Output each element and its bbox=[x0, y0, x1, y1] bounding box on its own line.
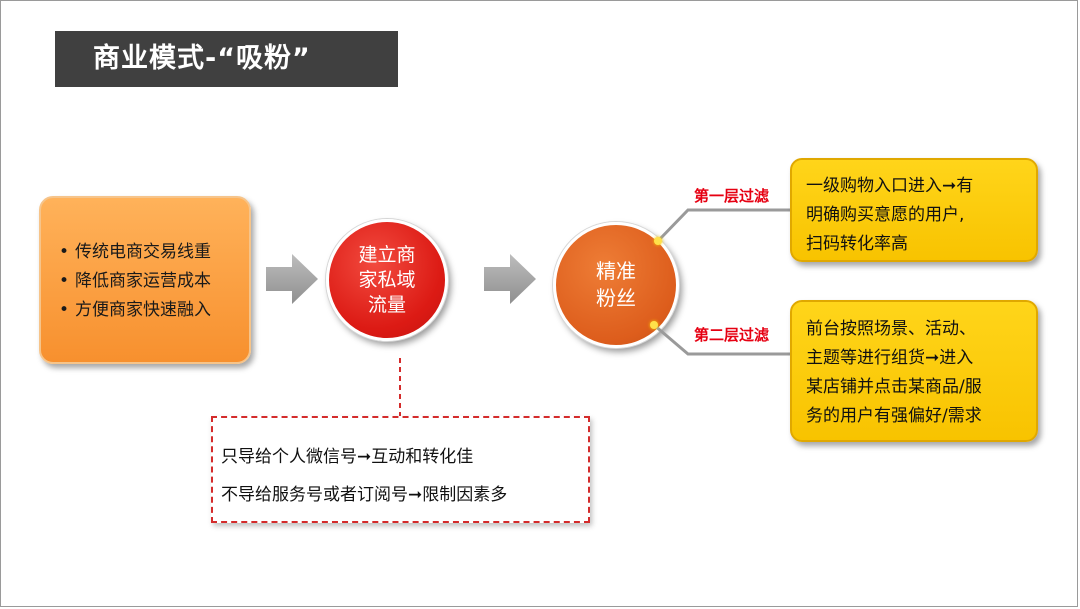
bullet-icon: • bbox=[59, 242, 70, 262]
pain-point-item: •方便商家快速融入 bbox=[59, 296, 249, 325]
first-filter-box: 一级购物入口进入➞有 明确购买意愿的用户, 扫码转化率高 bbox=[790, 158, 1038, 262]
branch-node-icon bbox=[654, 237, 662, 245]
wechat-guidance-box: 只导给个人微信号➞互动和转化佳 不导给服务号或者订阅号➞限制因素多 bbox=[211, 416, 590, 523]
pain-points-box: •传统电商交易线重 •降低商家运营成本 •方便商家快速融入 bbox=[39, 196, 251, 364]
branch-line-2 bbox=[653, 323, 790, 356]
page-title: 商业模式-“吸粉” bbox=[55, 31, 398, 87]
second-filter-box: 前台按照场景、活动、 主题等进行组货➞进入 某店铺并点击某商品/服 务的用户有强… bbox=[790, 300, 1038, 442]
private-traffic-circle: 建立商 家私域 流量 bbox=[326, 219, 448, 341]
filter-label-first: 第一层过滤 bbox=[694, 187, 770, 205]
guidance-line: 不导给服务号或者订阅号➞限制因素多 bbox=[221, 485, 508, 505]
bullet-icon: • bbox=[59, 271, 70, 291]
arrow-right-icon bbox=[484, 254, 536, 304]
guidance-line: 只导给个人微信号➞互动和转化佳 bbox=[221, 447, 474, 467]
pain-point-item: •传统电商交易线重 bbox=[59, 238, 249, 267]
arrow-right-icon bbox=[266, 254, 318, 304]
branch-line-1 bbox=[656, 208, 790, 243]
filter-label-second: 第二层过滤 bbox=[694, 326, 770, 344]
pain-point-item: •降低商家运营成本 bbox=[59, 267, 249, 296]
branch-node-icon bbox=[650, 321, 658, 329]
bullet-icon: • bbox=[59, 300, 70, 320]
